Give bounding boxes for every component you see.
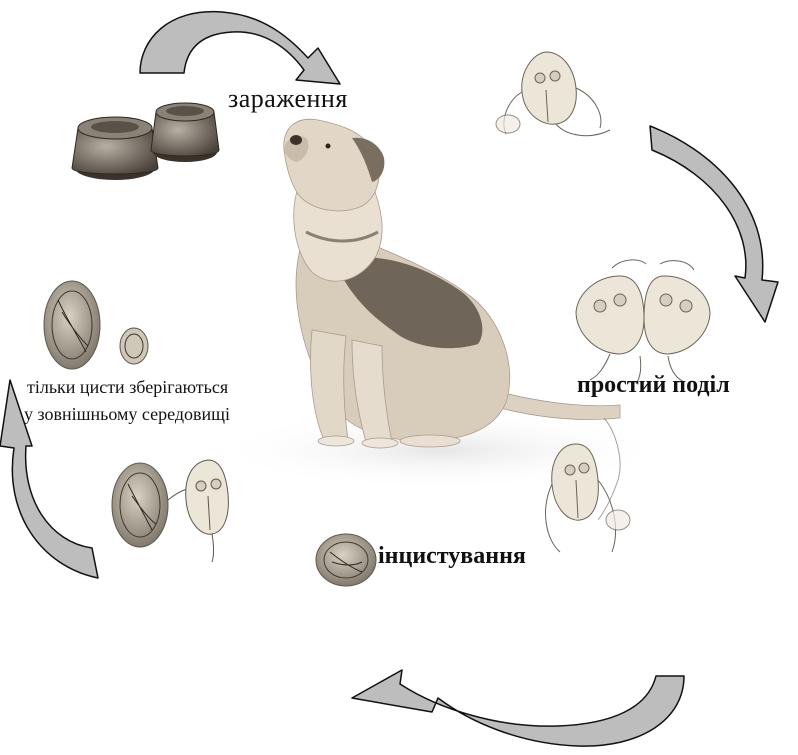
arrow-bottom xyxy=(352,670,684,746)
cyst-and-trophozoite xyxy=(112,460,228,562)
food-bowls-image xyxy=(72,103,219,180)
dog-image xyxy=(284,119,620,448)
dividing-trophozoites xyxy=(576,260,710,384)
label-cysts-line2: у зовнішньому середовищі xyxy=(24,404,230,425)
label-infection: зараження xyxy=(228,84,348,114)
trophozoite-pair-top xyxy=(496,52,610,136)
label-encystation: інцистування xyxy=(378,543,526,570)
arrow-top-left xyxy=(140,12,340,84)
cysts-left xyxy=(44,281,148,369)
label-cysts-line1: тільки цисти зберігаються xyxy=(27,377,228,398)
cyst-encystation xyxy=(316,534,376,586)
label-simple-division: простий поділ xyxy=(577,372,730,399)
